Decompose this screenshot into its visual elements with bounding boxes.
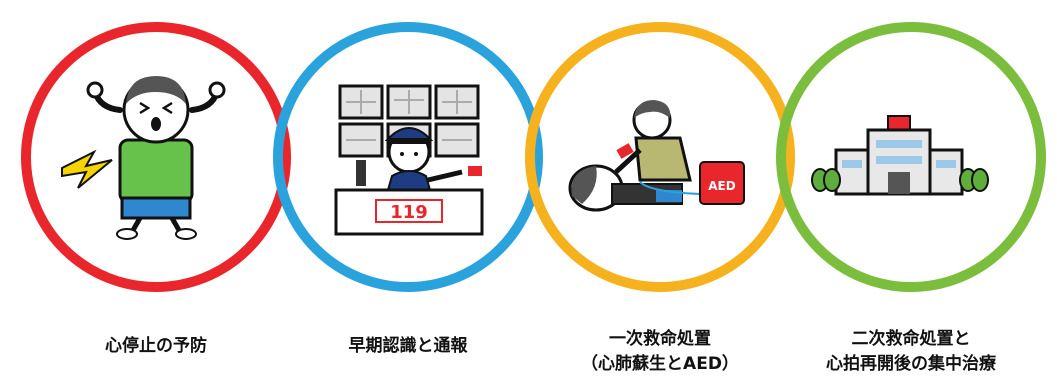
ring-step-2 xyxy=(273,22,543,292)
ring-step-3 xyxy=(525,22,795,292)
aed-label: AED xyxy=(708,179,735,193)
cpr-aed-icon: AED xyxy=(568,100,745,212)
step-4-label: 二次救命処置と 心拍再開後の集中治療 xyxy=(801,327,1021,377)
ring-step-1 xyxy=(21,22,291,292)
step-4-label-line-1: 二次救命処置と xyxy=(851,329,971,349)
ring-step-4 xyxy=(776,22,1046,292)
collapsing-person-icon xyxy=(61,76,226,240)
desk-number: 119 xyxy=(390,202,428,223)
step-3-label-line-2: （心肺蘇生とAED） xyxy=(581,354,739,374)
step-2-label: 早期認識と通報 xyxy=(348,336,468,356)
step-3-label-line-1: 一次救命処置 xyxy=(609,329,711,349)
step-4-label-line-2: 心拍再開後の集中治療 xyxy=(826,354,996,374)
step-3-label: 一次救命処置 （心肺蘇生とAED） xyxy=(540,327,780,377)
hospital-icon xyxy=(811,115,989,196)
dispatcher-119-icon: 119 xyxy=(334,84,484,236)
step-1-label: 心停止の予防 xyxy=(105,336,207,356)
